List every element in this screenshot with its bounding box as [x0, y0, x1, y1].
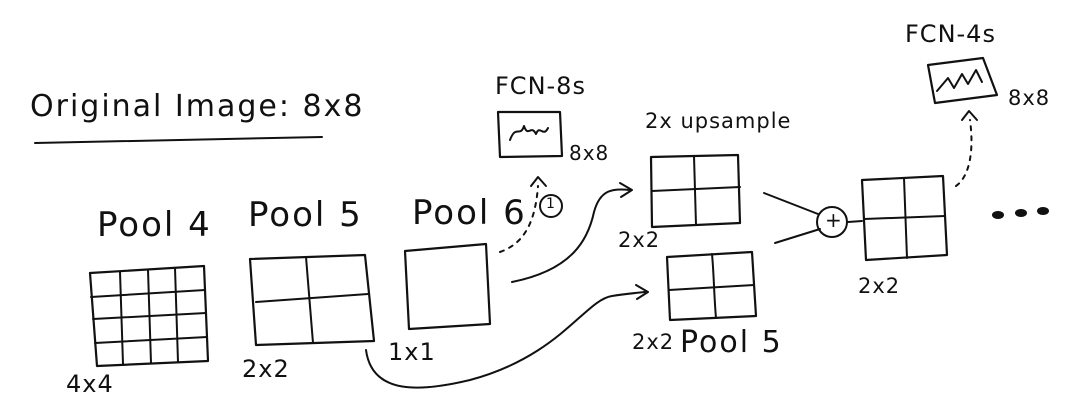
- upsample-size: 2x2: [618, 228, 661, 252]
- pool6-size: 1x1: [388, 338, 436, 366]
- pool4-label: Pool 4: [97, 205, 212, 245]
- fcn4s-size: 8x8: [1008, 86, 1051, 110]
- line-sum-to-result: [847, 220, 863, 223]
- fcn8s-label: FCN-8s: [495, 72, 586, 100]
- dotted-arrow-result-to-fcn4s: [955, 119, 973, 187]
- fcn4s-thumbnail: [926, 56, 999, 105]
- pool6-label: Pool 6: [412, 193, 527, 233]
- arrowhead-upsample: [619, 182, 633, 198]
- arrowhead-pool5-copy: [635, 284, 649, 300]
- pool5-copy-size: 2x2: [632, 330, 675, 354]
- result-size: 2x2: [858, 274, 901, 298]
- pool5-copy-grid: [665, 250, 758, 322]
- pool6-square: [403, 242, 492, 331]
- continuation-dots: [992, 207, 1049, 219]
- pool5-label: Pool 5: [248, 195, 363, 235]
- line-pool5copy-to-sum: [774, 228, 821, 244]
- arrow-pool5-to-copy: [365, 291, 646, 389]
- title-underline: [34, 136, 323, 144]
- pool5-size: 2x2: [242, 355, 290, 383]
- pool4-size: 4x4: [66, 370, 114, 398]
- fcn8s-size: 8x8: [569, 141, 610, 165]
- prediction-symbol: 1: [546, 196, 555, 212]
- fcn8s-thumbnail: [496, 110, 564, 159]
- prediction-circle: [539, 194, 563, 218]
- line-upsample-to-sum: [763, 192, 819, 215]
- arrow-pool6-to-upsample: [511, 188, 631, 283]
- pool5-grid: [248, 253, 376, 347]
- upsample-label: 2x upsample: [645, 109, 792, 133]
- title: Original Image: 8x8: [30, 89, 365, 124]
- sum-symbol: +: [825, 208, 843, 232]
- pool4-grid: [88, 264, 210, 368]
- fcn4s-label: FCN-4s: [905, 20, 996, 48]
- upsample-grid: [649, 153, 742, 229]
- dotted-arrowhead-fcn4s: [961, 110, 978, 121]
- dotted-arrow-pool6-to-pred: [499, 185, 539, 253]
- result-grid: [860, 174, 949, 262]
- pool5-copy-label: Pool 5: [680, 325, 783, 360]
- dotted-arrowhead-pool6: [530, 176, 547, 187]
